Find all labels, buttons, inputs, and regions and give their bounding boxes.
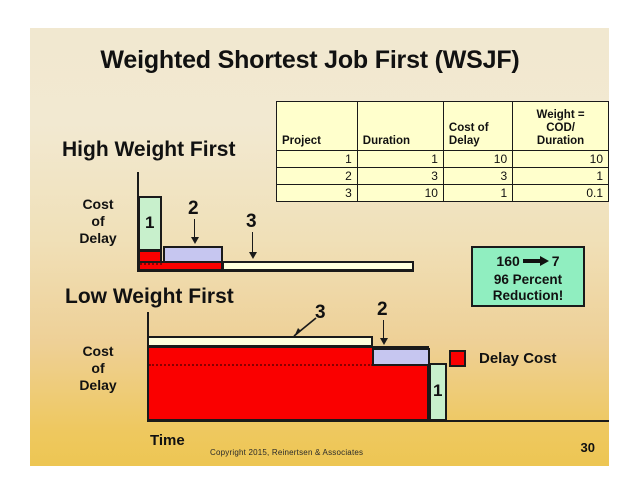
col-header-project: Project: [276, 101, 358, 151]
table-row: 3 10 1 0.1: [276, 184, 609, 202]
cell-project: 3: [276, 184, 358, 202]
delay-cost-dotted-line-top: [140, 263, 162, 265]
arrow-to-bar-3-bottom: [293, 317, 317, 337]
arrow-to-bar-2-top: [194, 219, 195, 239]
y-axis-label-top-line3: Delay: [79, 229, 117, 246]
cell-duration: 3: [356, 167, 444, 185]
bar-label-3-bottom: 3: [315, 302, 326, 323]
y-axis-label-top-line2: of: [91, 212, 105, 229]
arrow-head-2-bottom: [380, 338, 388, 345]
legend-label-delay-cost: Delay Cost: [479, 350, 557, 367]
cell-project: 1: [276, 150, 358, 168]
arrow-to-bar-3-top: [252, 232, 253, 254]
cell-duration: 1: [356, 150, 444, 168]
right-arrow-icon: [522, 256, 549, 266]
bar-project-3-bottom: [147, 336, 373, 347]
callout-result: 96 Percent Reduction!: [473, 272, 583, 303]
cell-cost-of-delay: 1: [442, 184, 514, 202]
delay-cost-dotted-line-bottom: [149, 364, 373, 366]
bar-project-1-bottom: [429, 363, 447, 421]
y-axis-label-top: Cost of Delay: [63, 196, 133, 246]
y-axis-label-bottom-line3: Delay: [79, 376, 117, 393]
legend-swatch-delay-cost: [449, 350, 466, 367]
bar-label-1-bottom: 1: [433, 381, 443, 400]
table-row: 1 1 10 10: [276, 150, 609, 168]
arrow-to-bar-2-bottom: [383, 320, 384, 340]
y-axis-label-bottom: Cost of Delay: [63, 343, 133, 393]
section-heading-low-weight-first: Low Weight First: [65, 285, 234, 308]
table-row: 2 3 3 1: [276, 167, 609, 185]
callout-box: 160 7 96 Percent Reduction!: [471, 246, 585, 307]
cell-weight: 1: [512, 167, 609, 185]
col-header-duration: Duration: [356, 101, 444, 151]
col-header-cost-of-delay: Cost of Delay: [442, 101, 514, 151]
bar-project-3-top: [222, 261, 414, 271]
y-axis-label-top-line1: Cost: [82, 196, 114, 212]
cell-weight: 0.1: [512, 184, 609, 202]
col-header-weight-line1: Weight =: [536, 109, 585, 122]
bar-label-1-top: 1: [145, 213, 155, 232]
project-table: Project Duration Cost of Delay Weight = …: [276, 101, 609, 202]
bar-label-3-top: 3: [246, 211, 257, 232]
arrow-head-3-top: [249, 252, 257, 259]
col-header-weight: Weight = COD/ Duration: [512, 101, 609, 151]
copyright-notice: Copyright 2015, Reinertsen & Associates: [210, 448, 364, 457]
cell-cost-of-delay: 3: [442, 167, 514, 185]
page-number: 30: [580, 440, 595, 455]
callout-from-value: 160: [496, 253, 520, 269]
col-header-cost-of-delay-line1: Cost of: [448, 122, 489, 135]
col-header-weight-line3: Duration: [536, 135, 585, 148]
callout-reduction-values: 160 7: [473, 253, 583, 269]
col-header-cost-of-delay-line2: Delay: [448, 135, 480, 148]
wsjf-table: Project Duration Cost of Delay Weight = …: [276, 101, 609, 202]
cell-cost-of-delay: 10: [442, 150, 514, 168]
x-axis-label: Time: [150, 432, 185, 449]
delay-cost-strip-top: [138, 261, 223, 271]
y-axis-top: [137, 172, 139, 271]
arrow-head-2-top: [191, 237, 199, 244]
bar-project-1-top: [138, 196, 162, 251]
callout-result-line2: Reduction!: [492, 287, 564, 303]
cell-project: 2: [276, 167, 358, 185]
table-header-row: Project Duration Cost of Delay Weight = …: [276, 101, 609, 151]
bar-project-2-bottom: [372, 348, 430, 366]
cell-weight: 10: [512, 150, 609, 168]
y-axis-label-bottom-line2: of: [91, 359, 105, 376]
callout-to-value: 7: [551, 253, 560, 269]
cell-duration: 10: [356, 184, 444, 202]
bar-label-2-top: 2: [188, 198, 199, 219]
callout-result-line1: 96 Percent: [493, 272, 563, 287]
section-heading-high-weight-first: High Weight First: [62, 138, 236, 161]
slide: Weighted Shortest Job First (WSJF) Proje…: [30, 28, 609, 466]
bar-label-2-bottom: 2: [377, 299, 388, 320]
legend: Delay Cost: [449, 350, 557, 367]
col-header-weight-line2: COD/: [546, 122, 575, 135]
y-axis-label-bottom-line1: Cost: [82, 343, 114, 359]
page-title: Weighted Shortest Job First (WSJF): [100, 46, 520, 74]
